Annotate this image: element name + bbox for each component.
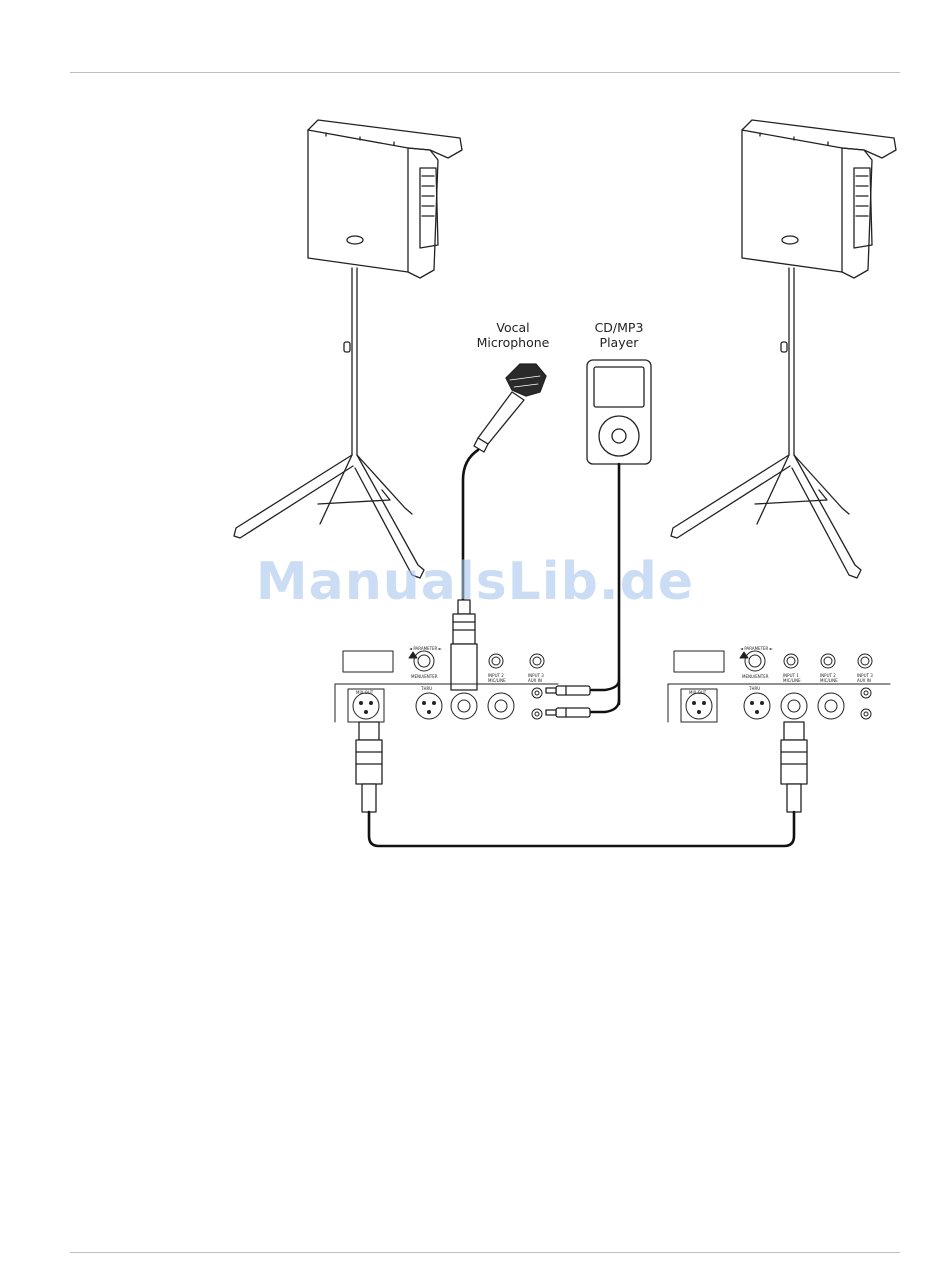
right-mix-out-label: MIX OUT	[689, 690, 707, 695]
right-parameter-label: ◄ PARAMETER ►	[740, 646, 774, 651]
cd-mp3-player	[587, 360, 651, 464]
rca-plug-upper	[546, 686, 590, 695]
left-mix-out-label: MIX OUT	[356, 690, 374, 695]
left-input2-sub-label: MIC/LINE	[488, 678, 506, 683]
right-input1-sub-label: MIC/LINE	[783, 678, 801, 683]
left-rear-panel: ◄ PARAMETER ► MENU/ENTER MIX OUT THRU IN…	[335, 646, 558, 722]
player-cable-split-upper	[590, 680, 619, 690]
left-speaker-stand	[234, 268, 424, 578]
left-speaker	[308, 120, 462, 278]
rca-plug-lower	[546, 708, 590, 717]
link-cable	[369, 812, 794, 846]
right-link-xlr-plug	[781, 722, 807, 812]
right-speaker-stand	[671, 268, 861, 578]
right-input2-sub-label: MIC/LINE	[820, 678, 838, 683]
microphone-xlr-plug	[451, 600, 477, 690]
right-input3-sub-label: AUX IN	[857, 678, 871, 683]
cd-mp3-player-label: CD/MP3 Player	[574, 320, 664, 350]
vocal-microphone-label-line1: Vocal	[468, 320, 558, 335]
player-cable-split-lower	[590, 700, 619, 712]
right-menu-enter-label: MENU/ENTER	[742, 674, 769, 679]
watermark: ManualsLib.de	[250, 552, 700, 612]
vocal-microphone	[474, 364, 546, 452]
cd-mp3-player-label-line2: Player	[574, 335, 664, 350]
vocal-microphone-label: Vocal Microphone	[468, 320, 558, 350]
right-thru-label: THRU	[748, 686, 760, 691]
left-parameter-label: ◄ PARAMETER ►	[409, 646, 443, 651]
left-thru-label: THRU	[420, 686, 432, 691]
right-rear-panel: ◄ PARAMETER ► MENU/ENTER MIX OUT THRU IN…	[668, 646, 890, 722]
left-menu-enter-label: MENU/ENTER	[411, 674, 438, 679]
cd-mp3-player-label-line1: CD/MP3	[574, 320, 664, 335]
left-link-xlr-plug	[356, 722, 382, 812]
left-input3-sub-label: AUX IN	[528, 678, 542, 683]
right-speaker	[742, 120, 896, 278]
vocal-microphone-label-line2: Microphone	[468, 335, 558, 350]
